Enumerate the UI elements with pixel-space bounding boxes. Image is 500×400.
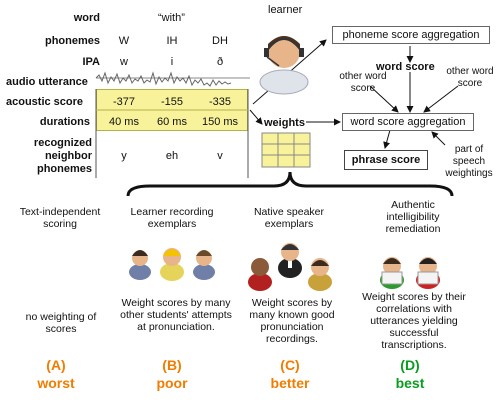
column-d-letter: (D) [400,357,420,373]
column-b-description: Weight scores by many other students' at… [120,297,232,333]
learners-group-icon [129,248,215,281]
acoustic-score-2: -155 [160,96,184,108]
row-label-audio: audio utterance [6,76,88,88]
row-label-word: word [73,12,100,24]
column-a-heading: Text-independent scoring [19,206,101,230]
audio-waveform [95,71,250,87]
other-word-score-left: other word score [339,71,387,94]
column-b-heading: Learner recording exemplars [130,206,214,230]
other-word-score-right: other word score [446,66,494,89]
recognized-1: y [121,150,127,162]
word-value: “with” [158,12,185,24]
ipa-3: ð [216,56,224,68]
duration-1: 40 ms [109,116,139,128]
column-a-letter: (A) [46,357,66,373]
acoustic-score-3: -335 [208,96,232,108]
duration-3: 150 ms [201,116,239,128]
column-d-rating: best [395,375,425,391]
column-c-heading: Native speaker exemplars [253,206,325,230]
column-c-letter: (C) [280,357,300,373]
word-score-label: word score [376,61,435,73]
row-label-recognized: recognized neighbor phonemes [33,137,92,175]
headset-person-icon [259,36,309,95]
phoneme-1: W [118,35,130,47]
row-label-ipa: IPA [82,56,100,68]
ipa-1: w [120,56,128,68]
phoneme-3: DH [212,35,228,47]
weights-grid-icon [261,132,311,168]
column-c-description: Weight scores by many known good pronunc… [249,297,335,345]
native-speakers-group-icon [248,243,332,291]
word-score-aggregation-box: word score aggregation [342,113,474,131]
row-label-durations: durations [39,116,90,128]
curly-brace [126,171,454,197]
phoneme-score-aggregation-box: phoneme score aggregation [332,26,490,44]
reading-people-icon [380,257,440,289]
phrase-score-box: phrase score [344,150,428,170]
learner-label: learner [268,4,303,16]
column-b-letter: (B) [162,357,182,373]
column-d-description: Weight scores by their correlations with… [362,291,466,351]
recognized-3: v [217,150,223,162]
column-b-rating: poor [156,375,188,391]
column-d-heading: Authentic intelligibility remediation [385,199,441,235]
recognized-2: eh [165,150,179,162]
score-table-lines [95,89,249,178]
duration-2: 60 ms [157,116,187,128]
column-a-description: no weighting of scores [25,311,97,335]
ipa-2: i [170,56,174,68]
weights-label: weights [264,117,305,129]
part-of-speech-label: part of speech weightings [445,144,493,179]
column-c-rating: better [270,375,310,391]
row-label-acoustic: acoustic score [6,96,84,108]
phoneme-2: IH [166,35,178,47]
acoustic-score-1: -377 [112,96,136,108]
column-a-rating: worst [37,375,75,391]
row-label-phonemes: phonemes [44,35,100,47]
